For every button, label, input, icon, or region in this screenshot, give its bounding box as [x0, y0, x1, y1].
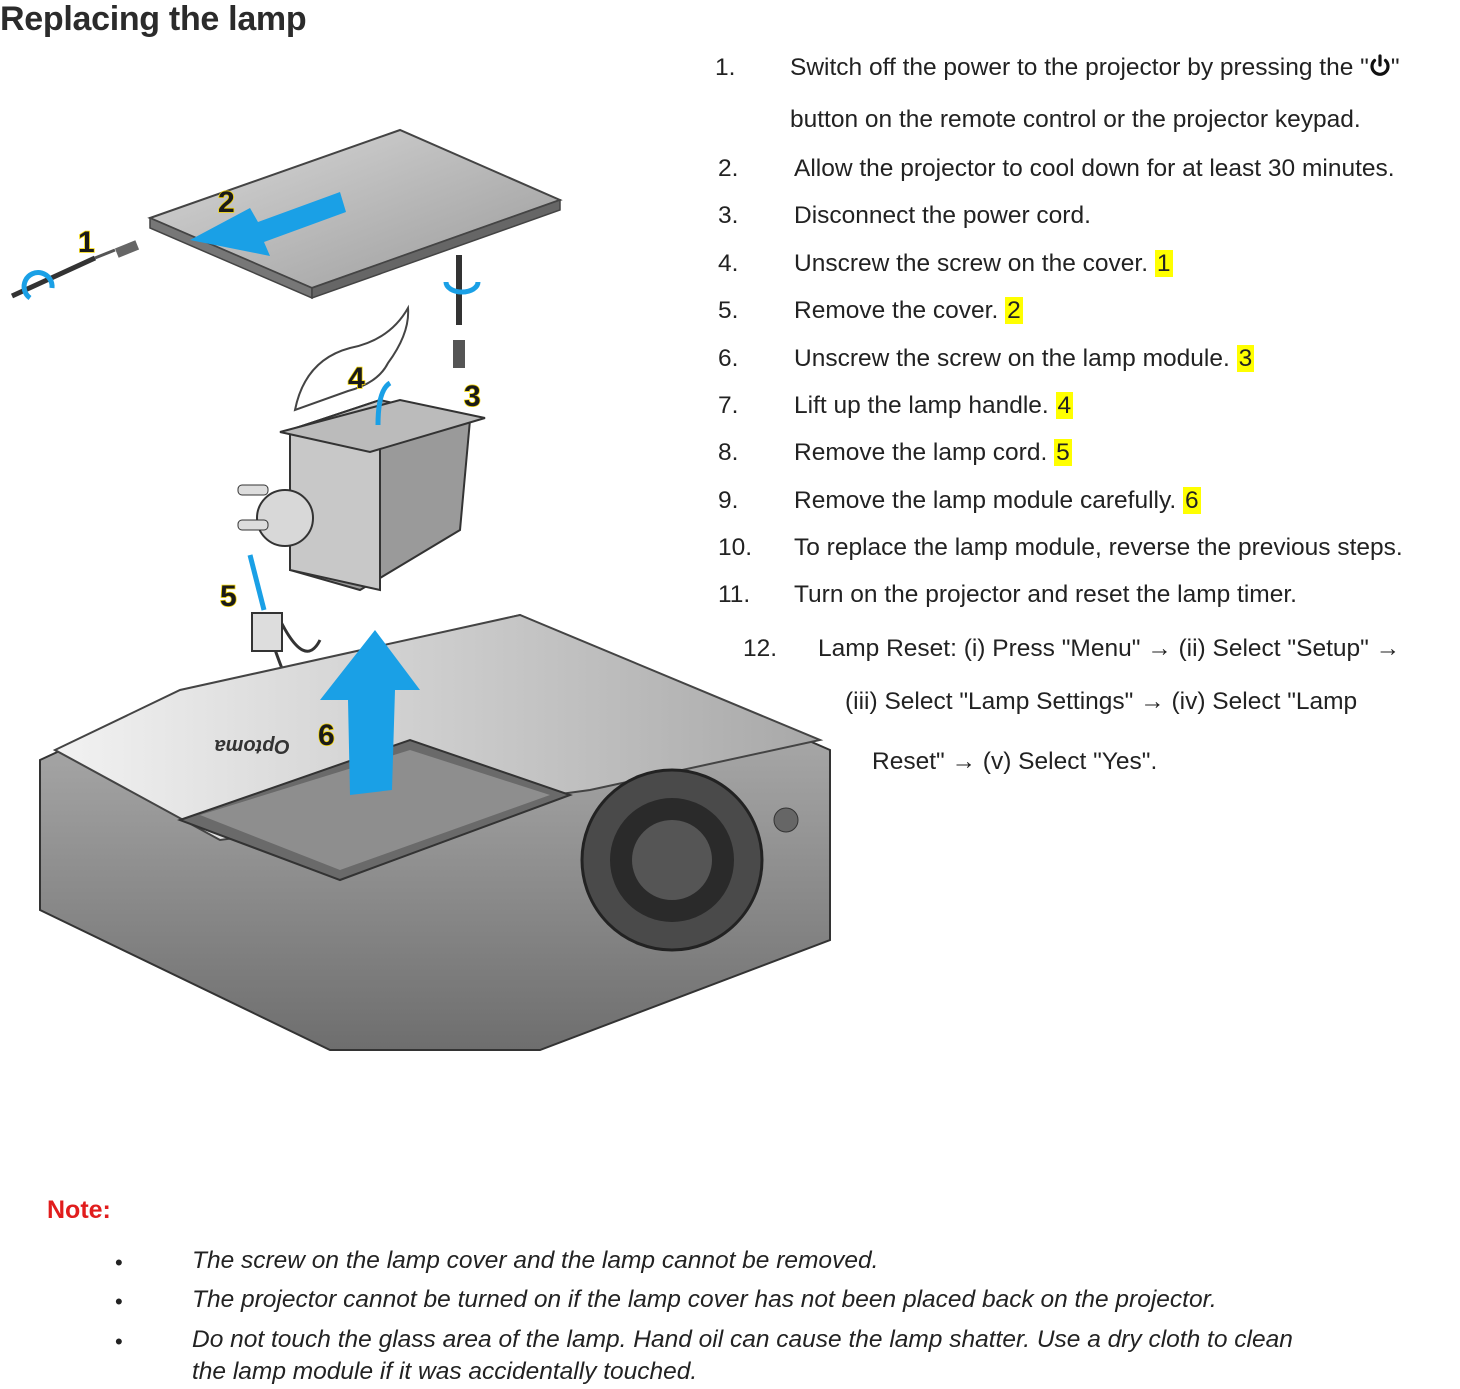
screwdriver-vertical-icon	[443, 255, 481, 368]
step-12-line2: (iii) Select "Lamp Settings" → (iv) Sele…	[845, 688, 1358, 715]
lamp-cover	[147, 128, 563, 300]
step-tag: 6	[1183, 487, 1201, 514]
callout-6: 6	[318, 719, 335, 752]
step-number: 1.	[715, 54, 736, 81]
step-1-line2: button on the remote control or the proj…	[790, 106, 1361, 133]
power-icon	[1370, 54, 1390, 76]
step-tag: 5	[1054, 439, 1072, 466]
page-title: Replacing the lamp	[0, 0, 307, 38]
note-item-3-line2: the lamp module if it was accidentally t…	[192, 1358, 698, 1385]
callout-2: 2	[218, 186, 235, 219]
screwdriver-icon	[10, 240, 140, 301]
step-tag: 2	[1005, 297, 1023, 324]
bullet-icon: •	[115, 1329, 123, 1354]
arrow-remove-lamp	[320, 630, 420, 795]
callout-3: 3	[464, 380, 481, 413]
step-tag: 3	[1236, 345, 1255, 372]
step-tag: 1	[1154, 250, 1173, 277]
projector-illustration: Optoma 1 2 3 4 5 6	[10, 128, 831, 1051]
arrow-remove-cover	[190, 192, 346, 256]
bullet-icon: •	[115, 1250, 123, 1275]
note-item-1: The screw on the lamp cover and the lamp…	[192, 1247, 879, 1274]
callout-1: 1	[78, 226, 95, 259]
step-tag: 4	[1055, 392, 1074, 419]
lamp-connector	[251, 612, 283, 652]
lamp-module	[237, 398, 486, 592]
callout-5: 5	[220, 580, 237, 613]
step-12-line3: Reset" → (v) Select "Yes".	[872, 748, 1158, 775]
step-1: 1. Switch off the power to the projector…	[715, 54, 1400, 81]
lamp-handle-arrow	[375, 380, 392, 426]
note-item-2: The projector cannot be turned on if the…	[192, 1286, 1217, 1313]
note-item-3-line1: Do not touch the glass area of the lamp.…	[192, 1326, 1293, 1353]
note-title: Note:	[47, 1196, 111, 1224]
bullet-icon: •	[115, 1289, 123, 1314]
hand-icon	[293, 304, 410, 412]
projector-body: Optoma	[39, 613, 831, 1051]
brand-logo: Optoma	[214, 735, 290, 757]
arrow-lamp-cord	[247, 554, 267, 611]
callout-4: 4	[348, 362, 365, 395]
